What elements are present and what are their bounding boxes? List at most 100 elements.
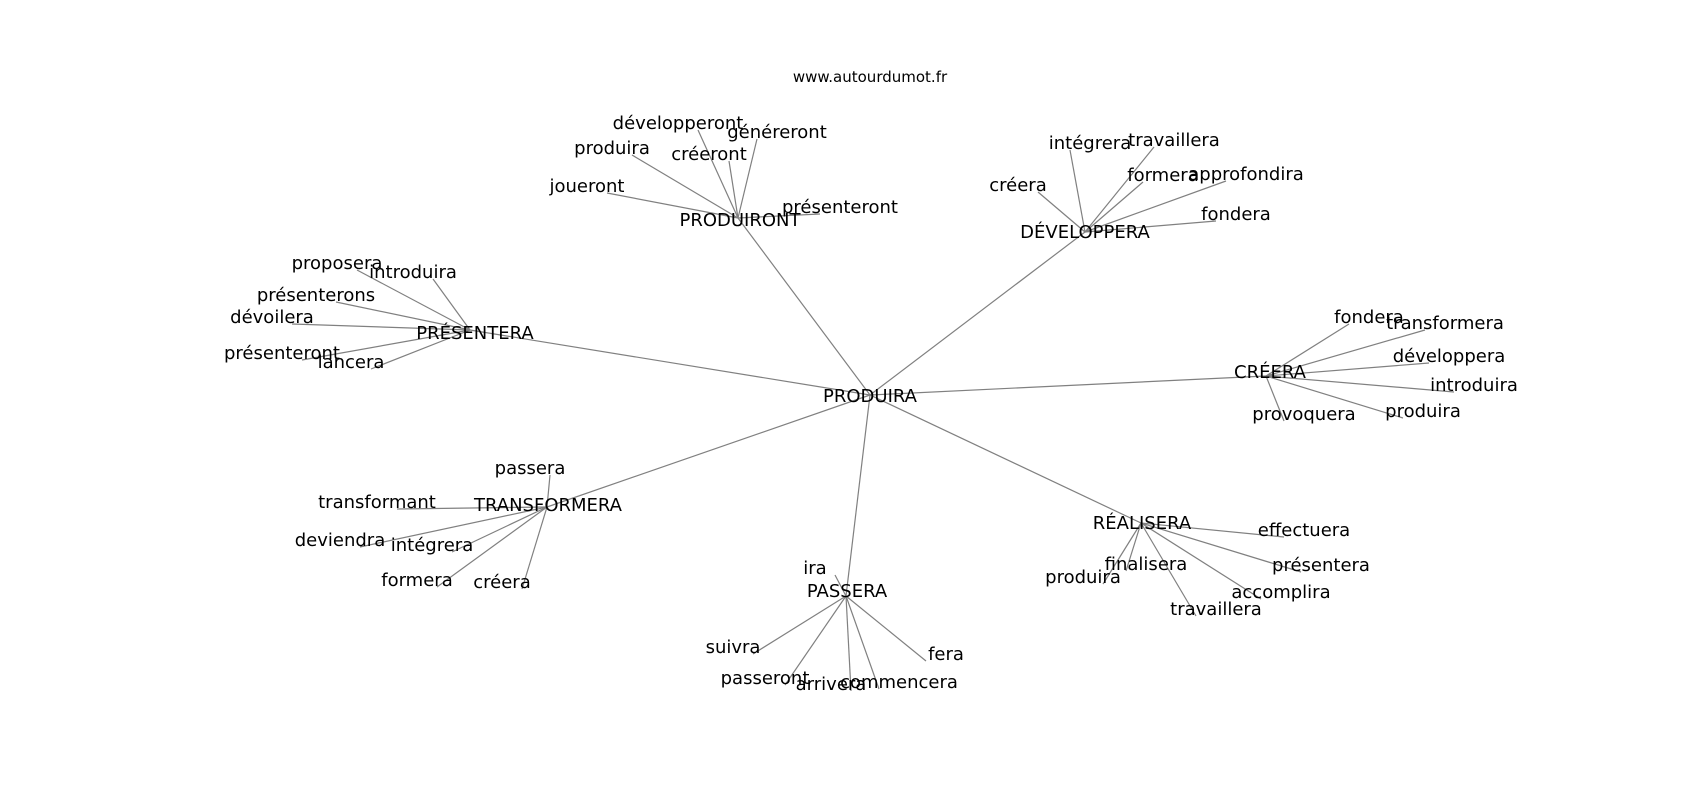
hub-to-leaf-edge (631, 154, 739, 219)
hub-to-leaf-edge (1140, 522, 1262, 600)
leaf-node-label[interactable]: produira (574, 138, 650, 159)
leaf-node-label[interactable]: fondera (1201, 204, 1271, 225)
hub-to-leaf-edge (737, 213, 821, 219)
hub-node-label[interactable]: PRODUIRONT (679, 210, 801, 231)
hub-to-leaf-edge (396, 506, 548, 510)
hub-to-leaf-edge (1140, 522, 1285, 538)
leaf-node-label[interactable]: introduira (369, 262, 457, 283)
hub-to-leaf-edge (784, 595, 847, 686)
hub-node-label[interactable]: RÉALISERA (1093, 512, 1192, 534)
leaf-node-label[interactable]: créeront (671, 144, 747, 165)
hub-to-leaf-edge (1084, 180, 1227, 233)
hub-to-leaf-edge (845, 595, 852, 692)
source-watermark: www.autourdumot.fr (793, 68, 948, 86)
hub-to-leaf-edge (546, 474, 551, 508)
leaf-node-label[interactable]: présenteront (782, 197, 898, 218)
hub-to-leaf-edge (697, 129, 739, 219)
leaf-node-label[interactable]: fera (928, 644, 964, 665)
hub-to-leaf-edge (1265, 329, 1426, 377)
leaf-node-label[interactable]: intégrera (391, 535, 473, 556)
hub-to-leaf-edge (1265, 362, 1430, 377)
leaf-node-label[interactable]: dévoilera (230, 307, 314, 328)
leaf-node-label[interactable]: accomplira (1231, 582, 1330, 603)
leaf-node-label[interactable]: présenteront (224, 343, 340, 364)
hub-to-leaf-edge (1125, 522, 1142, 572)
center-to-hub-edge (469, 329, 871, 396)
leaf-node-label[interactable]: deviendra (295, 530, 386, 551)
hub-to-leaf-edge (845, 595, 880, 690)
leaf-node-label[interactable]: créera (989, 175, 1046, 196)
leaf-node-label[interactable]: passera (495, 458, 566, 479)
leaf-node-label[interactable]: travaillera (1170, 599, 1262, 620)
hub-to-leaf-edge (737, 138, 758, 219)
leaf-node-label[interactable]: ira (803, 558, 826, 579)
leaf-node-label[interactable]: passeront (721, 668, 810, 689)
leaf-node-label[interactable]: développeront (613, 113, 744, 134)
hub-to-leaf-edge (291, 323, 471, 331)
leaf-node-label[interactable]: suivra (706, 637, 761, 658)
graph-nodes: PRODUIRA PRODUIRONT développerontgénéreron… (224, 113, 1518, 695)
hub-to-leaf-edge (1084, 181, 1144, 233)
leaf-node-label[interactable]: intégrera (1049, 133, 1131, 154)
leaf-node-label[interactable]: généreront (727, 122, 827, 143)
hub-to-leaf-edge (1140, 522, 1197, 617)
hub-to-leaf-edge (1265, 375, 1455, 393)
hub-to-leaf-edge (1102, 522, 1142, 585)
leaf-node-label[interactable]: transformant (318, 492, 436, 513)
graph-edges (291, 129, 1455, 692)
hub-to-leaf-edge (356, 269, 471, 331)
hub-node-label[interactable]: TRANSFORMERA (473, 495, 623, 516)
hub-to-leaf-edge (834, 574, 847, 597)
leaf-node-label[interactable]: fondera (1334, 307, 1404, 328)
hub-to-leaf-edge (1084, 146, 1155, 233)
hub-to-leaf-edge (728, 160, 739, 219)
leaf-node-label[interactable]: présenterons (257, 285, 375, 306)
leaf-node-label[interactable]: transformera (1386, 313, 1504, 334)
leaf-node-label[interactable]: proposera (292, 253, 383, 274)
center-to-hub-edge (845, 394, 871, 597)
hub-node-label[interactable]: PASSERA (807, 581, 888, 602)
hub-to-leaf-edge (432, 278, 471, 331)
leaf-node-label[interactable]: présentera (1272, 555, 1370, 576)
hub-node-label[interactable]: CRÉERA (1234, 361, 1307, 383)
leaf-node-label[interactable]: développera (1393, 346, 1506, 367)
leaf-node-label[interactable]: créera (473, 572, 530, 593)
leaf-node-label[interactable]: formera (381, 570, 452, 591)
leaf-node-label[interactable]: effectuera (1258, 520, 1350, 541)
hub-to-leaf-edge (1265, 323, 1350, 377)
leaf-node-label[interactable]: travaillera (1128, 130, 1220, 151)
hub-to-leaf-edge (1084, 220, 1217, 233)
center-to-hub-edge (869, 375, 1267, 396)
hub-to-leaf-edge (335, 301, 471, 331)
hub-to-leaf-edge (359, 506, 548, 548)
hub-to-leaf-edge (752, 595, 847, 655)
hub-to-leaf-edge (301, 329, 471, 361)
leaf-node-label[interactable]: provoquera (1252, 404, 1355, 425)
leaf-node-label[interactable]: approfondira (1188, 164, 1304, 185)
center-to-hub-edge (546, 394, 871, 508)
hub-to-leaf-edge (606, 192, 739, 219)
center-node-label[interactable]: PRODUIRA (823, 386, 918, 407)
hub-to-leaf-edge (1140, 522, 1302, 573)
hub-node-label[interactable]: PRÉSENTERA (416, 322, 534, 344)
hub-to-leaf-edge (845, 595, 927, 662)
hub-to-leaf-edge (1069, 149, 1086, 233)
center-to-hub-edge (869, 394, 1142, 524)
leaf-node-label[interactable]: produira (1045, 567, 1121, 588)
center-to-hub-edge (737, 217, 871, 396)
hub-to-leaf-edge (451, 506, 548, 553)
leaf-node-label[interactable]: commencera (840, 672, 958, 693)
hub-to-leaf-edge (521, 506, 548, 590)
hub-to-leaf-edge (1265, 375, 1285, 422)
leaf-node-label[interactable]: introduira (1430, 375, 1518, 396)
hub-to-leaf-edge (1265, 375, 1404, 419)
leaf-node-label[interactable]: produira (1385, 401, 1461, 422)
leaf-node-label[interactable]: lancera (318, 352, 385, 373)
leaf-node-label[interactable]: finalisera (1105, 554, 1188, 575)
leaf-node-label[interactable]: joueront (549, 176, 625, 197)
leaf-node-label[interactable]: formera (1127, 165, 1198, 186)
leaf-node-label[interactable]: arrivera (796, 674, 867, 695)
hub-node-label[interactable]: DÉVELOPPERA (1020, 221, 1150, 243)
hub-to-leaf-edge (436, 506, 548, 588)
